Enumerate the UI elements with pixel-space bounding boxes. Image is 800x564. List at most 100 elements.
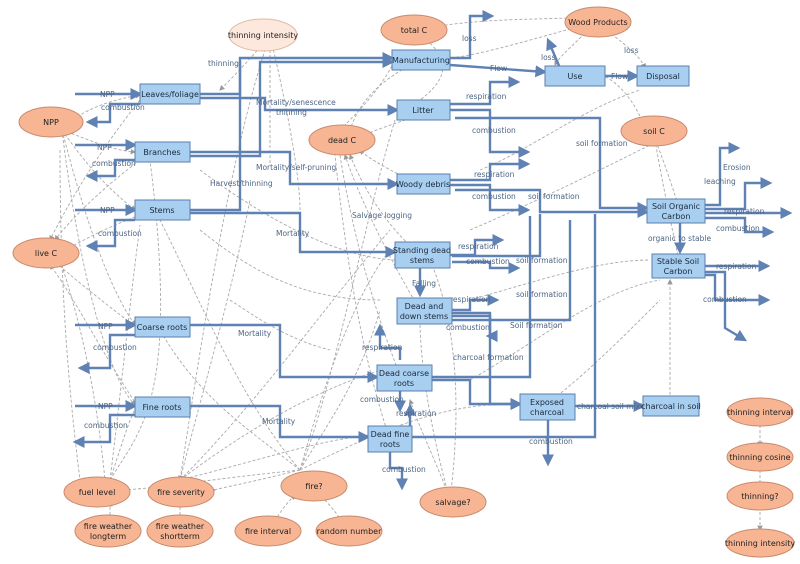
aux-label: live C (35, 249, 58, 258)
stock-label: Stable Soil (657, 257, 699, 266)
stock-label: stems (410, 256, 434, 265)
stock-dead-and-down[interactable]: Dead and down stems (396, 297, 453, 325)
aux-label: fire weather (84, 522, 133, 531)
aux-label: NPP (43, 118, 59, 127)
aux-label: thinning? (741, 492, 778, 501)
label-npp-leaves: NPP (100, 90, 115, 99)
label-soilform-capital: Soil formation (510, 321, 563, 330)
aux-label: random number (317, 527, 383, 536)
aux-fire-weather-longterm[interactable]: fire weather longterm (74, 514, 142, 548)
aux-dead-c[interactable]: dead C (308, 124, 376, 156)
stock-label: Carbon (662, 212, 691, 221)
aux-fire-severity[interactable]: fire severity (147, 476, 215, 508)
label-soilform-woody: soil formation (528, 192, 580, 201)
aux-thinning-question[interactable]: thinning? (726, 481, 794, 511)
stock-soil-organic-carbon[interactable]: Soil Organic Carbon (646, 198, 706, 224)
label-resp-litter: respiration (466, 92, 507, 101)
stock-charcoal-in-soil[interactable]: charcoal in soil (641, 395, 701, 417)
stock-dead-fine-roots[interactable]: Dead fine roots (367, 425, 413, 453)
aux-fire-interval[interactable]: fire interval (234, 515, 302, 547)
stock-dead-coarse-roots[interactable]: Dead coarse roots (376, 364, 433, 392)
stock-label: down stems (400, 312, 448, 321)
stock-label: Use (568, 72, 583, 81)
label-mortality-pruning: Mortality/self-pruning (256, 163, 336, 172)
label-comb-standing: combustion (466, 257, 510, 266)
aux-soil-c[interactable]: soil C (620, 115, 688, 147)
label-resp-coarse: respiration (362, 343, 403, 352)
label-thinning-2: thinning (276, 108, 307, 117)
aux-thinning-intensity-bottom[interactable]: thinning intensity (725, 528, 795, 558)
aux-thinning-intensity-top[interactable]: thinning intensity (228, 18, 298, 52)
stock-litter[interactable]: Litter (396, 99, 451, 121)
label-comb-charcoal: combustion (529, 437, 573, 446)
label-organic-to-stable: organic to stable (648, 234, 711, 243)
label-soilform-standing: soil formation (516, 256, 568, 265)
label-npp-branches: NPP (97, 143, 112, 152)
stock-label: Carbon (664, 267, 693, 276)
aux-label: salvage? (435, 498, 470, 507)
stock-label: Dead fine (371, 430, 410, 439)
stock-manufacturing[interactable]: Manufacturing (391, 49, 451, 71)
aux-label: fire? (305, 482, 322, 491)
stock-use[interactable]: Use (544, 65, 606, 87)
aux-label: fire weather (156, 522, 205, 531)
stock-standing-dead[interactable]: Standing dead stems (393, 241, 451, 269)
aux-label: total C (401, 26, 428, 35)
stock-label: Coarse roots (137, 323, 188, 332)
stock-woody-debris[interactable]: Woody debris (396, 173, 451, 195)
aux-fire[interactable]: fire? (280, 470, 348, 502)
stock-label: Woody debris (396, 180, 450, 189)
label-loss-total: loss (462, 34, 477, 43)
aux-live-c[interactable]: live C (12, 237, 80, 269)
label-thinning-1: thinning (208, 59, 239, 68)
stock-coarse-roots[interactable]: Coarse roots (134, 316, 191, 338)
aux-npp[interactable]: NPP (18, 106, 84, 138)
aux-fire-weather-shortterm[interactable]: fire weather shortterm (146, 514, 214, 548)
stock-label: roots (380, 440, 400, 449)
stock-label: Standing dead (393, 246, 451, 255)
label-comb-litter: combustion (472, 126, 516, 135)
aux-label: fuel level (79, 488, 116, 497)
aux-wood-products[interactable]: Wood Products (564, 6, 632, 38)
label-npp-coarse: NPP (98, 322, 113, 331)
label-loss-use: loss (541, 53, 556, 62)
label-resp-fine: respiration (396, 409, 437, 418)
stock-fine-roots[interactable]: Fine roots (134, 396, 191, 418)
aux-thinning-cosine[interactable]: thinning cosine (726, 442, 794, 472)
stock-label: Dead and (405, 302, 444, 311)
label-falling: Falling (412, 279, 436, 288)
stock-branches[interactable]: Branches (134, 141, 191, 163)
stock-leaves-foliage[interactable]: Leaves/foliage (139, 83, 201, 105)
stock-label: Manufacturing (392, 56, 450, 65)
label-resp-standing: respiration (458, 242, 499, 251)
aux-random-number[interactable]: random number (315, 515, 383, 547)
label-resp-soc: respiration (724, 207, 765, 216)
aux-label: fire interval (245, 527, 291, 536)
stock-disposal[interactable]: Disposal (636, 65, 690, 87)
label-mortality-senescence: Mortality/senescence (256, 98, 336, 107)
label-comb-soc: combustion (716, 224, 760, 233)
aux-label: fire severity (157, 488, 205, 497)
stock-label: Disposal (646, 72, 680, 81)
label-npp-fine: NPP (98, 402, 113, 411)
aux-total-c[interactable]: total C (380, 14, 448, 46)
stock-exposed-charcoal[interactable]: Exposed charcoal (519, 393, 576, 421)
stock-stable-soil-carbon[interactable]: Stable Soil Carbon (651, 253, 706, 279)
aux-salvage[interactable]: salvage? (419, 486, 487, 518)
label-leaching: leaching (704, 177, 736, 186)
stock-stems[interactable]: Stems (134, 199, 191, 221)
label-resp-woody: respiration (474, 170, 515, 179)
label-comb-fine: combustion (84, 421, 128, 430)
label-resp-stable: respiration (716, 262, 757, 271)
aux-label: shortterm (160, 532, 200, 541)
label-comb-stable: combustion (703, 295, 747, 304)
label-charcoal-mixing: charcoal soil mixing (577, 402, 652, 411)
aux-fuel-level[interactable]: fuel level (63, 476, 131, 508)
aux-label: thinning interval (727, 408, 793, 417)
aux-thinning-interval[interactable]: thinning interval (726, 397, 794, 427)
label-erosion: Erosion (723, 163, 751, 172)
aux-label: thinning intensity (228, 31, 298, 40)
material-flows (72, 10, 793, 491)
stock-label: Fine roots (143, 403, 182, 412)
